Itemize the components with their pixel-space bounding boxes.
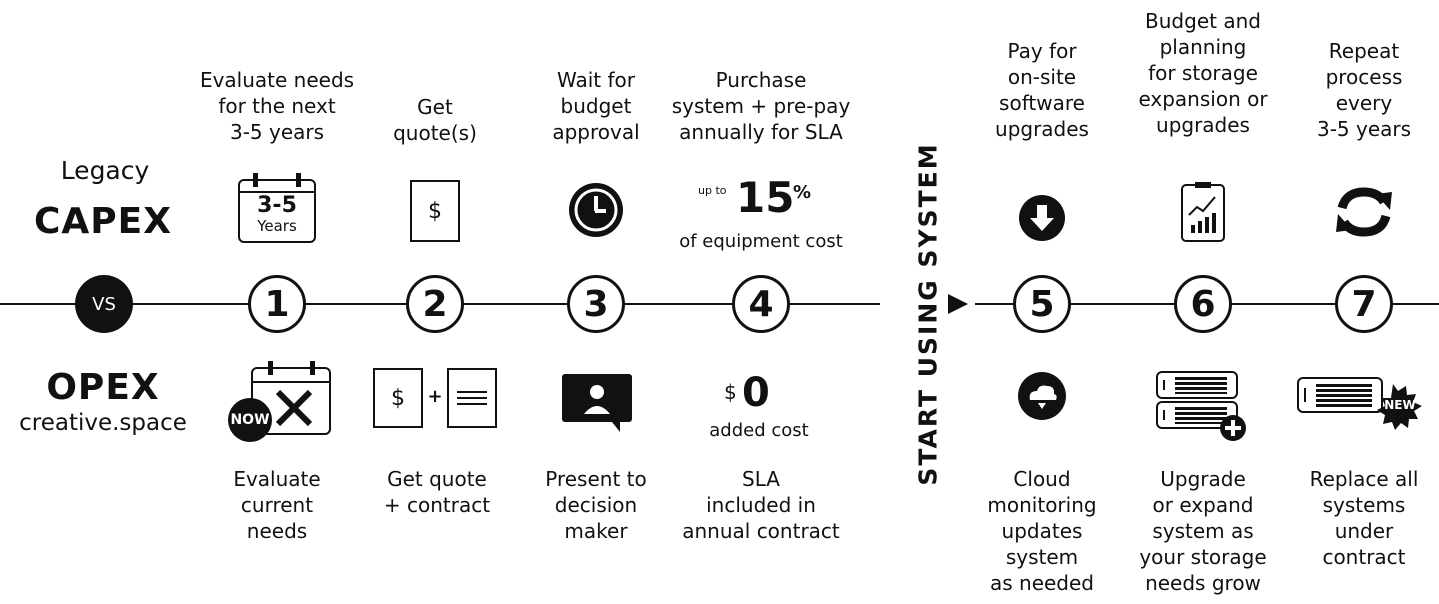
added-cost-text: added cost (709, 420, 809, 441)
capex-label: CAPEX (33, 201, 173, 242)
start-using-system-label: START USING SYSTEM (913, 142, 943, 486)
now-badge: NOW (228, 398, 272, 442)
zero-cost: $ 0 (724, 370, 770, 416)
presentation-icon (562, 374, 632, 432)
step-1-circle: 1 (248, 275, 306, 333)
download-icon (1019, 195, 1065, 241)
new-server-icon: NEW (1296, 376, 1426, 438)
refresh-icon (1336, 187, 1392, 237)
new-badge: NEW (1384, 398, 1416, 412)
step-7-circle: 7 (1335, 275, 1393, 333)
quote-document-icon: $ (410, 180, 460, 242)
step-4-circle: 4 (732, 275, 790, 333)
step-2-circle: 2 (406, 275, 464, 333)
opex-label: OPEX (46, 367, 160, 408)
server-expand-icon (1156, 371, 1246, 441)
calendar-icon: 3-5 Years (237, 172, 317, 244)
step-5-circle: 5 (1013, 275, 1071, 333)
clock-icon (569, 183, 623, 237)
equipment-cost-text: of equipment cost (679, 231, 843, 252)
plus-icon: + (427, 386, 443, 407)
brand-label: creative.space (19, 410, 187, 436)
step-3-circle: 3 (567, 275, 625, 333)
play-arrow-icon (948, 294, 968, 314)
contract-document-icon (447, 368, 497, 428)
calendar-cancel-icon: NOW (228, 360, 334, 442)
cloud-download-icon (1018, 372, 1066, 420)
quote-icon: $ (373, 368, 423, 428)
growth-chart-icon (1181, 182, 1225, 242)
legacy-label: Legacy (60, 156, 150, 185)
step-6-circle: 6 (1174, 275, 1232, 333)
step-2-bottom-text: Get quote+ contract (383, 467, 491, 517)
sla-percent: up to 15 % (698, 173, 812, 222)
vs-badge: VS (75, 275, 133, 333)
